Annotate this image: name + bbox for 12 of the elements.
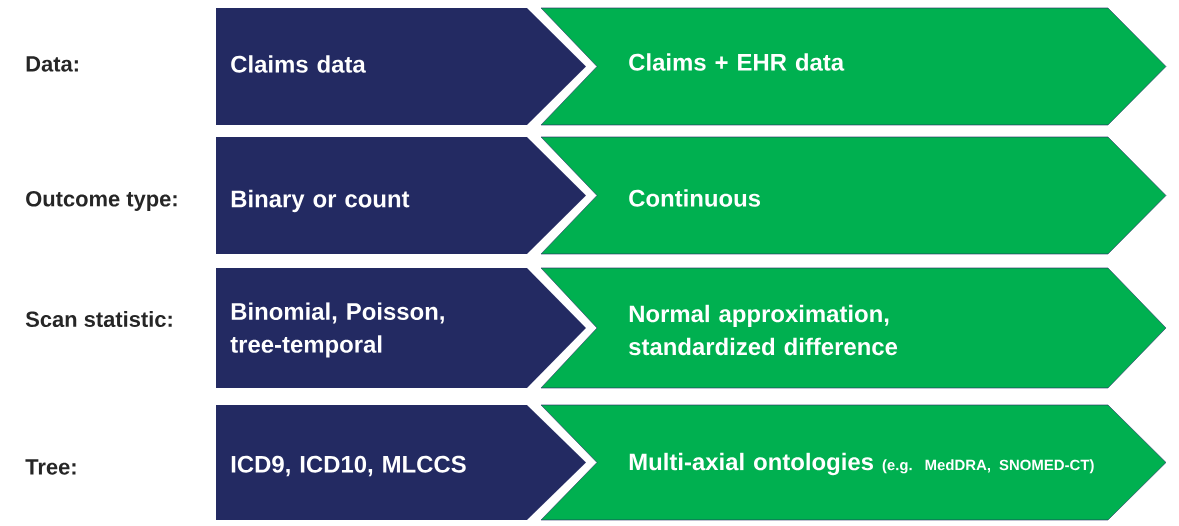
chevron-box: Binomial, Poisson, tree-temporal [216,268,586,388]
row-label: Outcome type: [26,191,177,211]
row-label: Data: [26,56,78,72]
chevron-box: ICD9, ICD10, MLCCS [216,405,586,520]
chevron-box: Continuous [540,136,1167,255]
row-label: Scan statistic: [25,310,172,328]
chevron-box: Claims + EHR data [540,7,1167,126]
chevron-box: Binary or count [216,137,586,254]
chevron-box: Normal approximation, standardized difference [540,267,1167,389]
chevron-box: Multi-axial ontologies (e.g. MedDRA, SNOMED-CT) [540,404,1167,521]
chevron-box: Claims data [216,8,586,125]
row-label: Tree: [25,459,76,475]
